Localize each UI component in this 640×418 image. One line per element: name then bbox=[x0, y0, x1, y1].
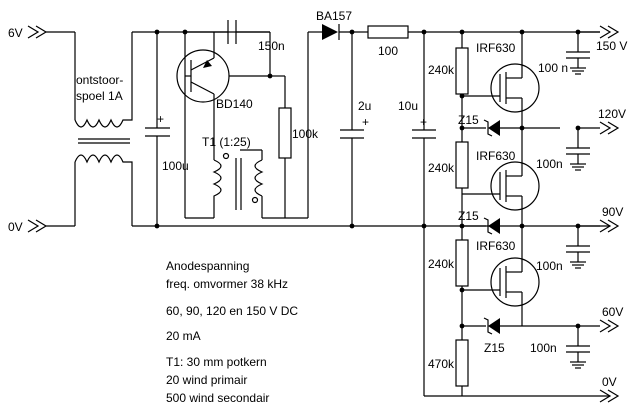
label-cap-150n: 150n bbox=[258, 39, 285, 53]
transistor-bd140 bbox=[176, 29, 270, 218]
mosfet-3 bbox=[462, 223, 540, 326]
svg-text:+: + bbox=[362, 115, 369, 129]
label-0v-out: 0V bbox=[602, 375, 617, 389]
terminal-120v bbox=[578, 121, 620, 135]
label-470k: 470k bbox=[428, 357, 455, 371]
label-cap-10u: 10u bbox=[398, 99, 418, 113]
terminal-0v-in bbox=[27, 219, 75, 233]
svg-text:+: + bbox=[157, 112, 164, 126]
label-mosfet-3: IRF630 bbox=[476, 239, 516, 253]
label-0v-in: 0V bbox=[8, 220, 23, 234]
terminal-0v-out bbox=[599, 389, 620, 403]
label-100n-4: 100n bbox=[530, 341, 557, 355]
terminal-60v bbox=[599, 319, 620, 333]
note-current: 20 mA bbox=[166, 329, 201, 343]
mosfet-1 bbox=[462, 29, 540, 128]
note-secondary: 500 wind secondair bbox=[166, 391, 269, 405]
label-t1: T1 (1:25) bbox=[202, 135, 251, 149]
label-6v: 6V bbox=[8, 26, 23, 40]
mosfet-2 bbox=[462, 125, 540, 226]
resistor-470k bbox=[455, 339, 469, 396]
zener-2 bbox=[459, 217, 500, 235]
capacitor-2u: + bbox=[340, 29, 369, 229]
transformer-t1 bbox=[185, 120, 308, 219]
label-100n-2: 100n bbox=[536, 157, 563, 171]
label-100n-3: 100n bbox=[536, 259, 563, 273]
label-ba157: BA157 bbox=[316, 9, 352, 23]
capacitor-100n-1 bbox=[566, 29, 590, 75]
label-60v: 60V bbox=[602, 305, 623, 319]
capacitor-100u: + bbox=[145, 29, 170, 229]
label-mosfet-1: IRF630 bbox=[476, 41, 516, 55]
zener-1 bbox=[459, 119, 560, 137]
label-zener-3: Z15 bbox=[484, 341, 505, 355]
label-100n-1: 100 n bbox=[538, 61, 568, 75]
label-zener-2: Z15 bbox=[458, 209, 479, 223]
capacitor-10u: + bbox=[412, 29, 436, 229]
zener-3 bbox=[459, 317, 600, 335]
label-cap-100u: 100u bbox=[162, 159, 189, 173]
terminal-90v bbox=[578, 219, 620, 233]
resistor-240k-2 bbox=[455, 104, 469, 240]
svg-text:+: + bbox=[420, 115, 427, 129]
label-240k-2: 240k bbox=[428, 161, 455, 175]
capacitor-100n-2 bbox=[566, 125, 590, 171]
note-core: T1: 30 mm potkern bbox=[166, 355, 267, 369]
note-title: Anodespanning bbox=[166, 259, 249, 273]
resistor-100k bbox=[270, 75, 292, 218]
label-90v: 90V bbox=[602, 205, 623, 219]
capacitor-100n-3 bbox=[566, 223, 590, 269]
label-choke-1: ontstoor- bbox=[76, 73, 123, 87]
label-120v: 120V bbox=[598, 107, 626, 121]
label-cap-2u: 2u bbox=[358, 99, 371, 113]
capacitor-100n-4 bbox=[566, 323, 590, 369]
resistor-100 bbox=[360, 25, 600, 39]
terminal-6v bbox=[27, 25, 75, 39]
label-choke-2: spoel 1A bbox=[76, 89, 123, 103]
label-240k-1: 240k bbox=[428, 63, 455, 77]
label-res-100k: 100k bbox=[292, 127, 319, 141]
label-240k-3: 240k bbox=[428, 257, 455, 271]
choke-inductor bbox=[74, 32, 133, 226]
label-res-100: 100 bbox=[378, 44, 398, 58]
note-primary: 20 wind primair bbox=[166, 373, 247, 387]
label-mosfet-2: IRF630 bbox=[476, 149, 516, 163]
note-frequency: freq. omvormer 38 kHz bbox=[166, 277, 288, 291]
diode-ba157 bbox=[322, 24, 360, 40]
note-voltages: 60, 90, 120 en 150 V DC bbox=[166, 304, 298, 318]
resistor-240k-3 bbox=[455, 239, 469, 340]
label-zener-1: Z15 bbox=[458, 113, 479, 127]
label-150v: 150 V bbox=[596, 39, 627, 53]
resistor-240k-1 bbox=[455, 47, 469, 104]
capacitor-150n bbox=[185, 20, 270, 44]
label-bd140: BD140 bbox=[216, 97, 253, 111]
terminal-150v bbox=[578, 25, 620, 39]
